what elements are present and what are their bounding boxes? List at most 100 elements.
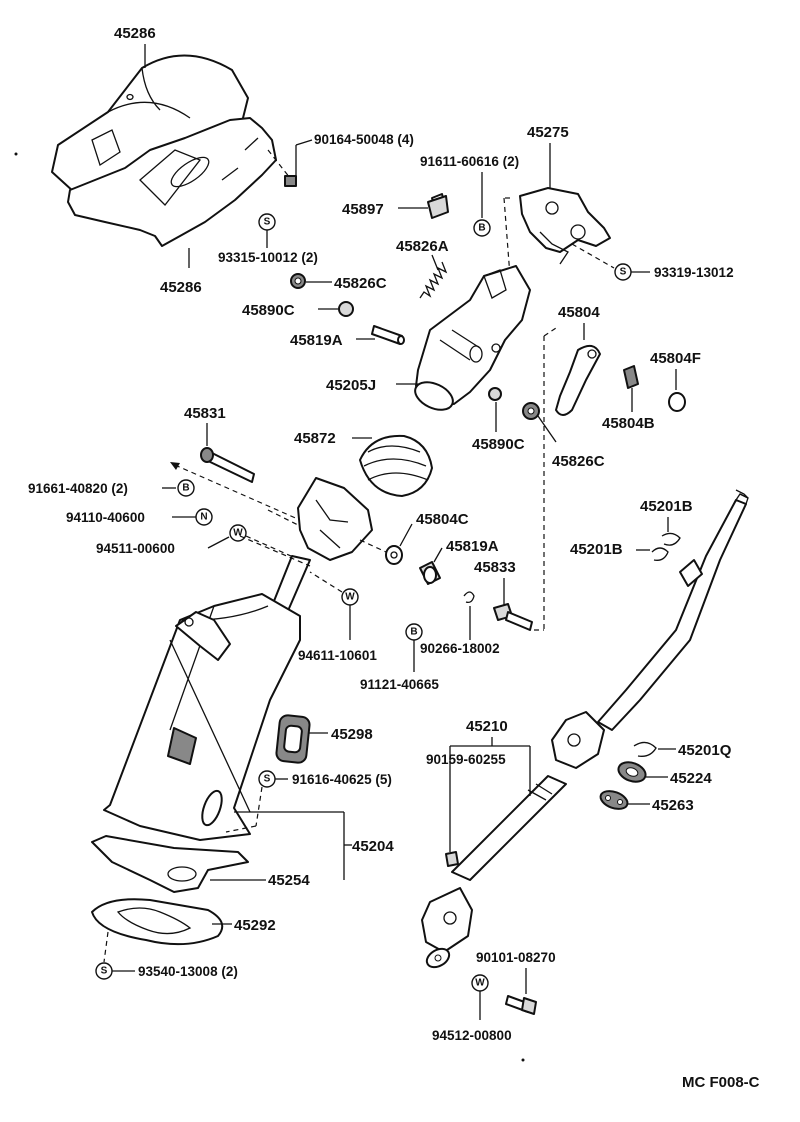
clip-90266 [463, 591, 475, 604]
bolt-45833 [493, 603, 533, 631]
clip-45201b-lower [651, 547, 669, 561]
label-45298: 45298 [331, 726, 373, 743]
symbol-s-93540: S [95, 962, 113, 980]
label-45224: 45224 [670, 770, 712, 787]
label-94110: 94110-40600 [66, 510, 145, 525]
label-45890c-right: 45890C [472, 436, 525, 453]
column-housing-45205j [414, 265, 531, 411]
bushing-45826c-left [290, 273, 306, 289]
washer-45804c [385, 545, 403, 565]
knob-45804f [668, 392, 686, 412]
label-90164: 90164-50048 (4) [314, 132, 414, 147]
svg-text:S: S [264, 774, 271, 785]
catalog-code: MC F008-C [682, 1074, 760, 1091]
nut-45890c-right [488, 387, 502, 401]
label-90101: 90101-08270 [476, 950, 556, 965]
svg-text:B: B [182, 483, 189, 494]
label-45275: 45275 [527, 124, 569, 141]
symbol-s-93319: S [614, 263, 632, 281]
clip-45201b-upper [661, 532, 681, 546]
plate-45254 [91, 835, 249, 893]
symbol-w-94611: W [341, 588, 359, 606]
bushing-45263 [599, 790, 629, 810]
label-45204: 45204 [352, 838, 394, 855]
svg-text:S: S [620, 267, 627, 278]
label-45819a-left: 45819A [290, 332, 343, 349]
label-45819a-right: 45819A [446, 538, 499, 555]
bolt-90159 [445, 851, 459, 867]
label-91611: 91611-60616 (2) [420, 154, 519, 169]
label-93315: 93315-10012 (2) [218, 250, 318, 265]
bolt-45831 [200, 447, 255, 483]
nut-45890c-left [338, 301, 354, 317]
label-90266: 90266-18002 [420, 641, 500, 656]
pin-45819a-left [371, 325, 405, 345]
symbol-s-91616: S [258, 770, 276, 788]
symbol-w-94511: W [229, 524, 247, 542]
symbol-n-94110: N [195, 508, 213, 526]
label-45254: 45254 [268, 872, 310, 889]
label-45826a: 45826A [396, 238, 449, 255]
label-45833: 45833 [474, 559, 516, 576]
column-tube-45204 [103, 477, 373, 841]
screw-45804b [623, 365, 639, 389]
label-91121: 91121-40665 [360, 677, 439, 692]
label-45804: 45804 [558, 304, 600, 321]
symbol-b-91611: B [473, 219, 491, 237]
label-45890c-left: 45890C [242, 302, 295, 319]
label-45804f: 45804F [650, 350, 701, 367]
column-cover-lower [67, 117, 277, 247]
bolt-90101 [505, 995, 537, 1015]
label-45804c: 45804C [416, 511, 469, 528]
svg-text:S: S [101, 966, 108, 977]
label-45201b-upper: 45201B [640, 498, 693, 515]
label-45826c-right: 45826C [552, 453, 605, 470]
spring-45826a [419, 261, 448, 299]
svg-text:W: W [475, 978, 485, 989]
label-45292: 45292 [234, 917, 276, 934]
label-94611: 94611-10601 [298, 648, 377, 663]
label-45263: 45263 [652, 797, 694, 814]
screw-90164 [284, 175, 297, 187]
label-45286-top: 45286 [114, 25, 156, 42]
cap-45298 [275, 714, 311, 764]
intermediate-shaft-45210 [421, 711, 605, 969]
symbol-s-93315: S [258, 213, 276, 231]
label-90159: 90159-60255 [426, 752, 506, 767]
svg-text:N: N [200, 512, 207, 523]
svg-text:B: B [410, 627, 417, 638]
label-93319: 93319-13012 [654, 265, 734, 280]
label-45826c-left: 45826C [334, 275, 387, 292]
label-45205j: 45205J [326, 377, 376, 394]
symbol-b-91121: B [405, 623, 423, 641]
bushing-45224 [617, 761, 647, 783]
clip-45201q [633, 741, 657, 757]
label-45286-bottom: 45286 [160, 279, 202, 296]
label-91661: 91661-40820 (2) [28, 481, 128, 496]
symbol-b-91661: B [177, 479, 195, 497]
label-94512: 94512-00800 [432, 1028, 512, 1043]
gasket-45292 [91, 898, 224, 946]
symbol-w-94512: W [471, 974, 489, 992]
bolt-45897 [427, 193, 449, 219]
label-45201b-lower: 45201B [570, 541, 623, 558]
label-45201q: 45201Q [678, 742, 732, 759]
bushing-45819a-right [419, 561, 441, 585]
label-45872: 45872 [294, 430, 336, 447]
label-91616: 91616-40625 (5) [292, 772, 392, 787]
label-45897: 45897 [342, 201, 384, 218]
label-93540: 93540-13008 (2) [138, 964, 238, 979]
bracket-45275 [519, 187, 611, 265]
label-45831: 45831 [184, 405, 226, 422]
label-45804b: 45804B [602, 415, 655, 432]
svg-text:W: W [345, 592, 355, 603]
label-94511: 94511-00600 [96, 541, 175, 556]
steering-shaft-upper [597, 489, 749, 731]
svg-text:S: S [264, 217, 271, 228]
label-45210: 45210 [466, 718, 508, 735]
lever-45804 [555, 344, 601, 416]
bushing-45826c-right [522, 402, 540, 420]
svg-text:W: W [233, 528, 243, 539]
svg-text:B: B [478, 223, 485, 234]
